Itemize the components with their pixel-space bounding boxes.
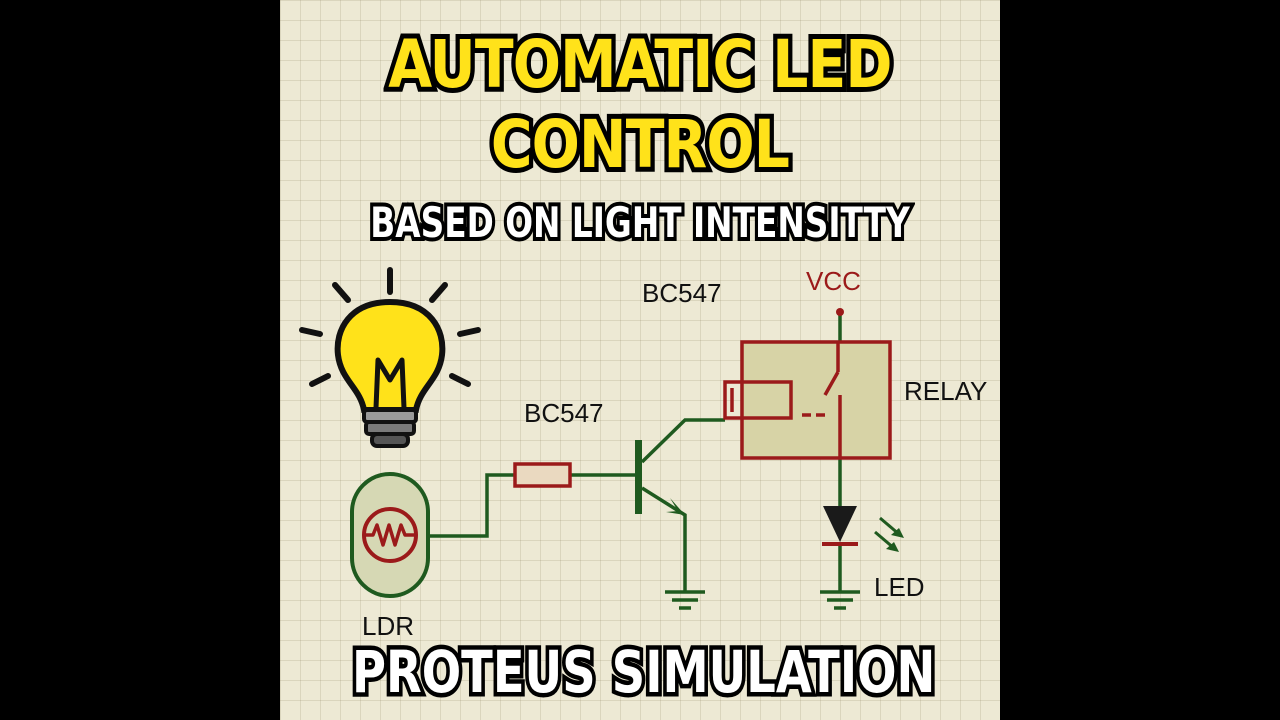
- title-line-1: AUTOMATIC LED: [384, 26, 897, 103]
- light-bulb-icon: [299, 267, 481, 448]
- resistor: [513, 462, 572, 488]
- ldr-zigzag: [366, 523, 414, 547]
- relay-body: [740, 340, 892, 460]
- wire-emitter-ground: [641, 486, 687, 592]
- subtitle: BASED ON LIGHT INTENSITTY: [367, 198, 913, 248]
- bulb-filament: [373, 357, 407, 409]
- thumbnail-canvas: AUTOMATIC LED CONTROL BASED ON LIGHT INT…: [280, 0, 1000, 720]
- emitter-arrow: [666, 498, 685, 515]
- bulb-ray: [457, 327, 481, 337]
- ground-symbol: [665, 590, 705, 610]
- bulb-ray: [309, 373, 331, 387]
- led-label: LED: [874, 572, 925, 602]
- led-arrow-head: [886, 542, 899, 552]
- bulb-ray: [449, 373, 471, 387]
- relay-coil: [723, 380, 793, 420]
- bulb-glass: [334, 298, 446, 413]
- led-diode-symbol: [822, 506, 904, 552]
- wire-collector-relay: [640, 418, 725, 464]
- relay-switch-arm: [823, 371, 840, 396]
- circuit-schematic: LDR BC547 BC547: [299, 266, 987, 641]
- relay-label: RELAY: [904, 376, 987, 406]
- bulb-base: [370, 432, 410, 448]
- wire-ldr-resistor: [428, 473, 515, 538]
- relay-part-label: BC547: [642, 278, 722, 308]
- ldr-symbol: [350, 472, 430, 598]
- bulb-ray: [429, 282, 448, 303]
- transistor-bc547: [635, 440, 685, 515]
- title-line-2: CONTROL: [487, 106, 795, 183]
- footer-title: PROTEUS SIMULATION: [348, 638, 939, 706]
- led-triangle: [823, 506, 857, 542]
- ldr-circle: [362, 507, 418, 563]
- ldr-label: LDR: [362, 611, 414, 641]
- led-arrow-head: [891, 528, 904, 538]
- transistor-base-bar: [635, 440, 642, 514]
- vcc-terminal: [836, 308, 844, 316]
- relay: [723, 340, 892, 460]
- bulb-ray: [299, 327, 323, 337]
- transistor-label: BC547: [524, 398, 604, 428]
- bulb-ray: [332, 282, 351, 303]
- ground-symbol: [820, 590, 860, 610]
- vcc-label: VCC: [806, 266, 861, 296]
